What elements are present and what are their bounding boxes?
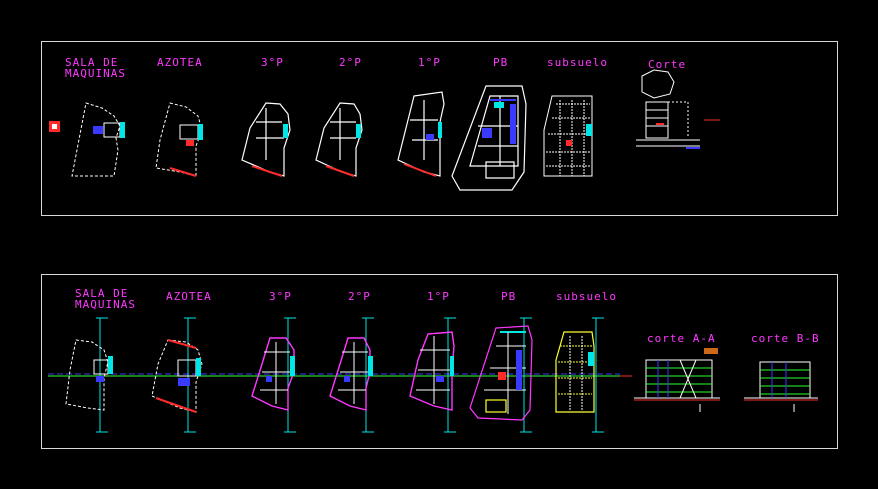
- bottom-plan-azotea: [151, 339, 203, 413]
- bottom-plan-pb: [469, 325, 533, 421]
- bottom-label-sala-maquinas: SALA DE MAQUINAS: [75, 287, 136, 311]
- top-legend-block: [49, 121, 60, 132]
- top-label-3p: 3°P: [261, 56, 284, 69]
- top-plan-3p: [241, 102, 291, 177]
- bottom-label-corte-a-a: corte A-A: [647, 332, 716, 345]
- top-plan-1p: [397, 91, 445, 177]
- top-label-1p: 1°P: [418, 56, 441, 69]
- bottom-plan-2p: [329, 337, 373, 411]
- top-label-corte: Corte: [648, 58, 687, 71]
- top-plan-sala-maquinas: [71, 102, 125, 177]
- top-label-2p: 2°P: [339, 56, 362, 69]
- bottom-plan-subsuelo: [555, 331, 595, 413]
- bottom-label-2p: 2°P: [348, 290, 371, 303]
- top-plan-pb: [451, 85, 527, 191]
- bottom-section-corte-a-a: [634, 348, 720, 412]
- top-label-subsuelo: subsuelo: [547, 56, 608, 69]
- bottom-label-azotea: AZOTEA: [166, 290, 212, 303]
- bottom-label-pb: PB: [501, 290, 517, 303]
- bottom-label-subsuelo: subsuelo: [556, 290, 617, 303]
- bottom-plan-3p: [251, 337, 295, 411]
- bottom-label-3p: 3°P: [269, 290, 292, 303]
- bottom-label-corte-b-b: corte B-B: [751, 332, 820, 345]
- bottom-sheet-frame: [41, 274, 838, 449]
- top-sheet-frame: [41, 41, 838, 216]
- top-plan-subsuelo: [543, 95, 593, 177]
- bottom-axis-markers: [96, 317, 604, 433]
- bottom-plan-sala-maquinas: [65, 339, 113, 411]
- top-plan-azotea: [155, 102, 203, 177]
- top-label-sala-maquinas: SALA DE MAQUINAS: [65, 56, 126, 80]
- top-label-azotea: AZOTEA: [157, 56, 203, 69]
- top-plan-2p: [315, 102, 363, 177]
- top-label-pb: PB: [493, 56, 509, 69]
- bottom-cut-lines: [48, 373, 632, 377]
- bottom-section-corte-b-b: [744, 361, 818, 412]
- top-section-corte: [636, 69, 720, 149]
- bottom-plan-1p: [409, 331, 455, 411]
- bottom-label-1p: 1°P: [427, 290, 450, 303]
